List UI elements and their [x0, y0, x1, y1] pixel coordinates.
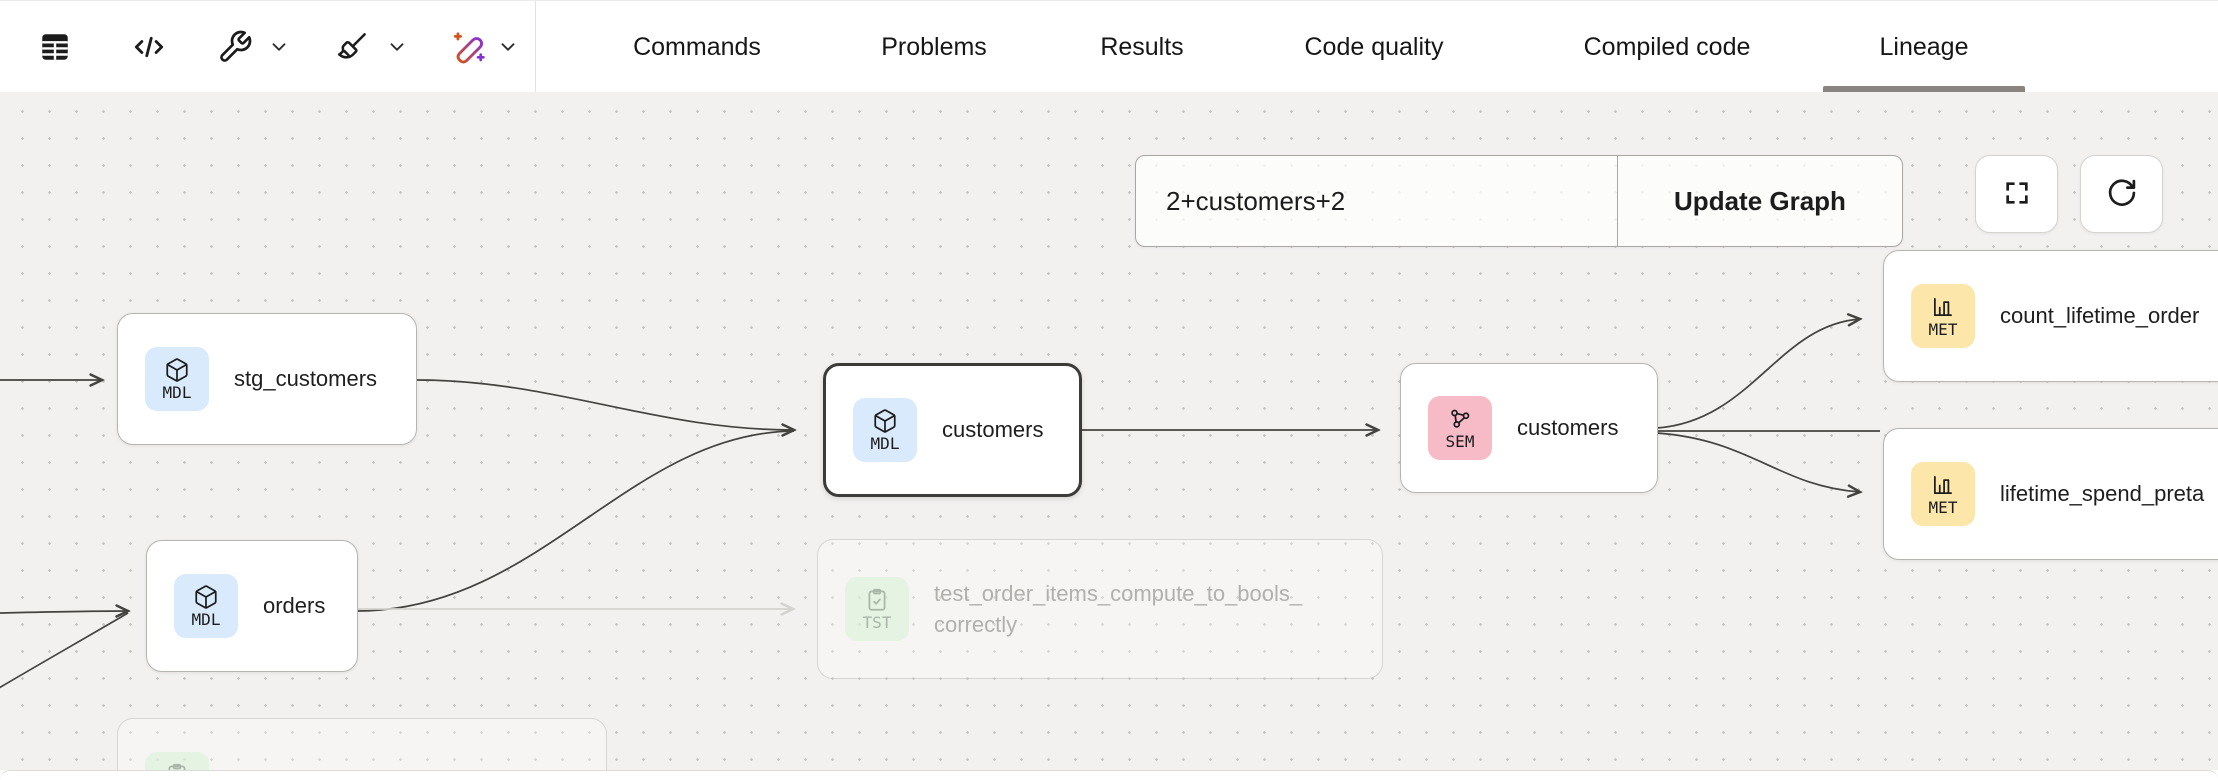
broom-dropdown-chevron-icon[interactable] — [386, 1, 408, 93]
cube-icon — [164, 357, 190, 383]
lineage-node-orders[interactable]: MDL orders — [146, 540, 358, 672]
update-graph-button[interactable]: Update Graph — [1618, 156, 1902, 246]
node-label: customers — [942, 417, 1044, 442]
bar-chart-icon — [1930, 294, 1956, 320]
node-label: orders — [263, 593, 326, 618]
clipboard-check-icon — [164, 762, 190, 770]
bottom-panel-edge — [0, 770, 2218, 780]
node-type-code: MET — [1928, 319, 1958, 339]
panel-header: Commands Problems Results Code quality C… — [0, 0, 2218, 93]
semantic-badge: SEM — [1428, 396, 1492, 460]
node-type-code: MDL — [191, 609, 221, 629]
tab-code-quality[interactable]: Code quality — [1305, 1, 1444, 93]
node-label: test_order_items_compute_to_bools_correc… — [934, 581, 1303, 637]
graph-selector: Update Graph — [1135, 155, 1903, 247]
fullscreen-button[interactable] — [1975, 155, 2058, 233]
metric-badge: MET — [1911, 284, 1975, 348]
lineage-node-customers-semantic[interactable]: SEM customers — [1400, 363, 1658, 493]
node-type-code: SEM — [1445, 431, 1475, 451]
node-type-code: MDL — [870, 433, 900, 453]
lineage-node-stg-customers[interactable]: MDL stg_customers — [117, 313, 417, 445]
lineage-node-customers-model[interactable]: MDL customers — [823, 363, 1082, 497]
active-tab-indicator — [1823, 86, 2025, 92]
magic-wand-dropdown-chevron-icon[interactable] — [497, 1, 519, 93]
lineage-selector-input[interactable] — [1136, 156, 1617, 246]
table-icon[interactable] — [38, 1, 72, 93]
model-badge: MDL — [174, 574, 238, 638]
node-label: lifetime_spend_preta — [2000, 481, 2205, 506]
tab-compiled-code[interactable]: Compiled code — [1584, 1, 1751, 93]
magic-wand-icon[interactable] — [450, 1, 488, 93]
refresh-button[interactable] — [2080, 155, 2163, 233]
lineage-node-lifetime-spend-pretax[interactable]: MET lifetime_spend_preta — [1883, 428, 2218, 560]
node-label: customers — [1517, 415, 1619, 440]
test-badge: TST — [145, 752, 209, 770]
lineage-node-count-lifetime-orders[interactable]: MET count_lifetime_order — [1883, 250, 2218, 382]
metric-badge: MET — [1911, 462, 1975, 526]
wrench-dropdown-chevron-icon[interactable] — [268, 1, 290, 93]
tab-results[interactable]: Results — [1100, 1, 1183, 93]
cube-icon — [872, 408, 898, 434]
node-label: count_lifetime_order — [2000, 303, 2200, 328]
cube-icon — [193, 584, 219, 610]
lineage-canvas[interactable]: MDL stg_customers MDL orders MDL custome… — [0, 92, 2218, 770]
refresh-icon — [2105, 176, 2139, 213]
wrench-icon[interactable] — [217, 1, 253, 93]
selector-divider — [1616, 156, 1618, 246]
node-label: stg_customers — [234, 366, 378, 391]
model-badge: MDL — [853, 398, 917, 462]
lineage-node-test-partial[interactable]: TST — [117, 718, 607, 770]
node-type-code: MDL — [162, 382, 192, 402]
tab-commands[interactable]: Commands — [633, 1, 761, 93]
toolbar-divider — [535, 1, 536, 93]
broom-icon[interactable] — [334, 1, 370, 93]
node-type-code: TST — [862, 612, 892, 632]
clipboard-check-icon — [864, 587, 890, 613]
tab-problems[interactable]: Problems — [881, 1, 987, 93]
fullscreen-icon — [2001, 177, 2033, 212]
test-badge: TST — [845, 577, 909, 641]
network-icon — [1447, 406, 1473, 432]
tab-lineage[interactable]: Lineage — [1880, 1, 1969, 93]
code-icon[interactable] — [130, 1, 168, 93]
node-type-code: MET — [1928, 497, 1958, 517]
model-badge: MDL — [145, 347, 209, 411]
lineage-node-test-order-items[interactable]: TST test_order_items_compute_to_bools_co… — [817, 539, 1383, 679]
bar-chart-icon — [1930, 472, 1956, 498]
